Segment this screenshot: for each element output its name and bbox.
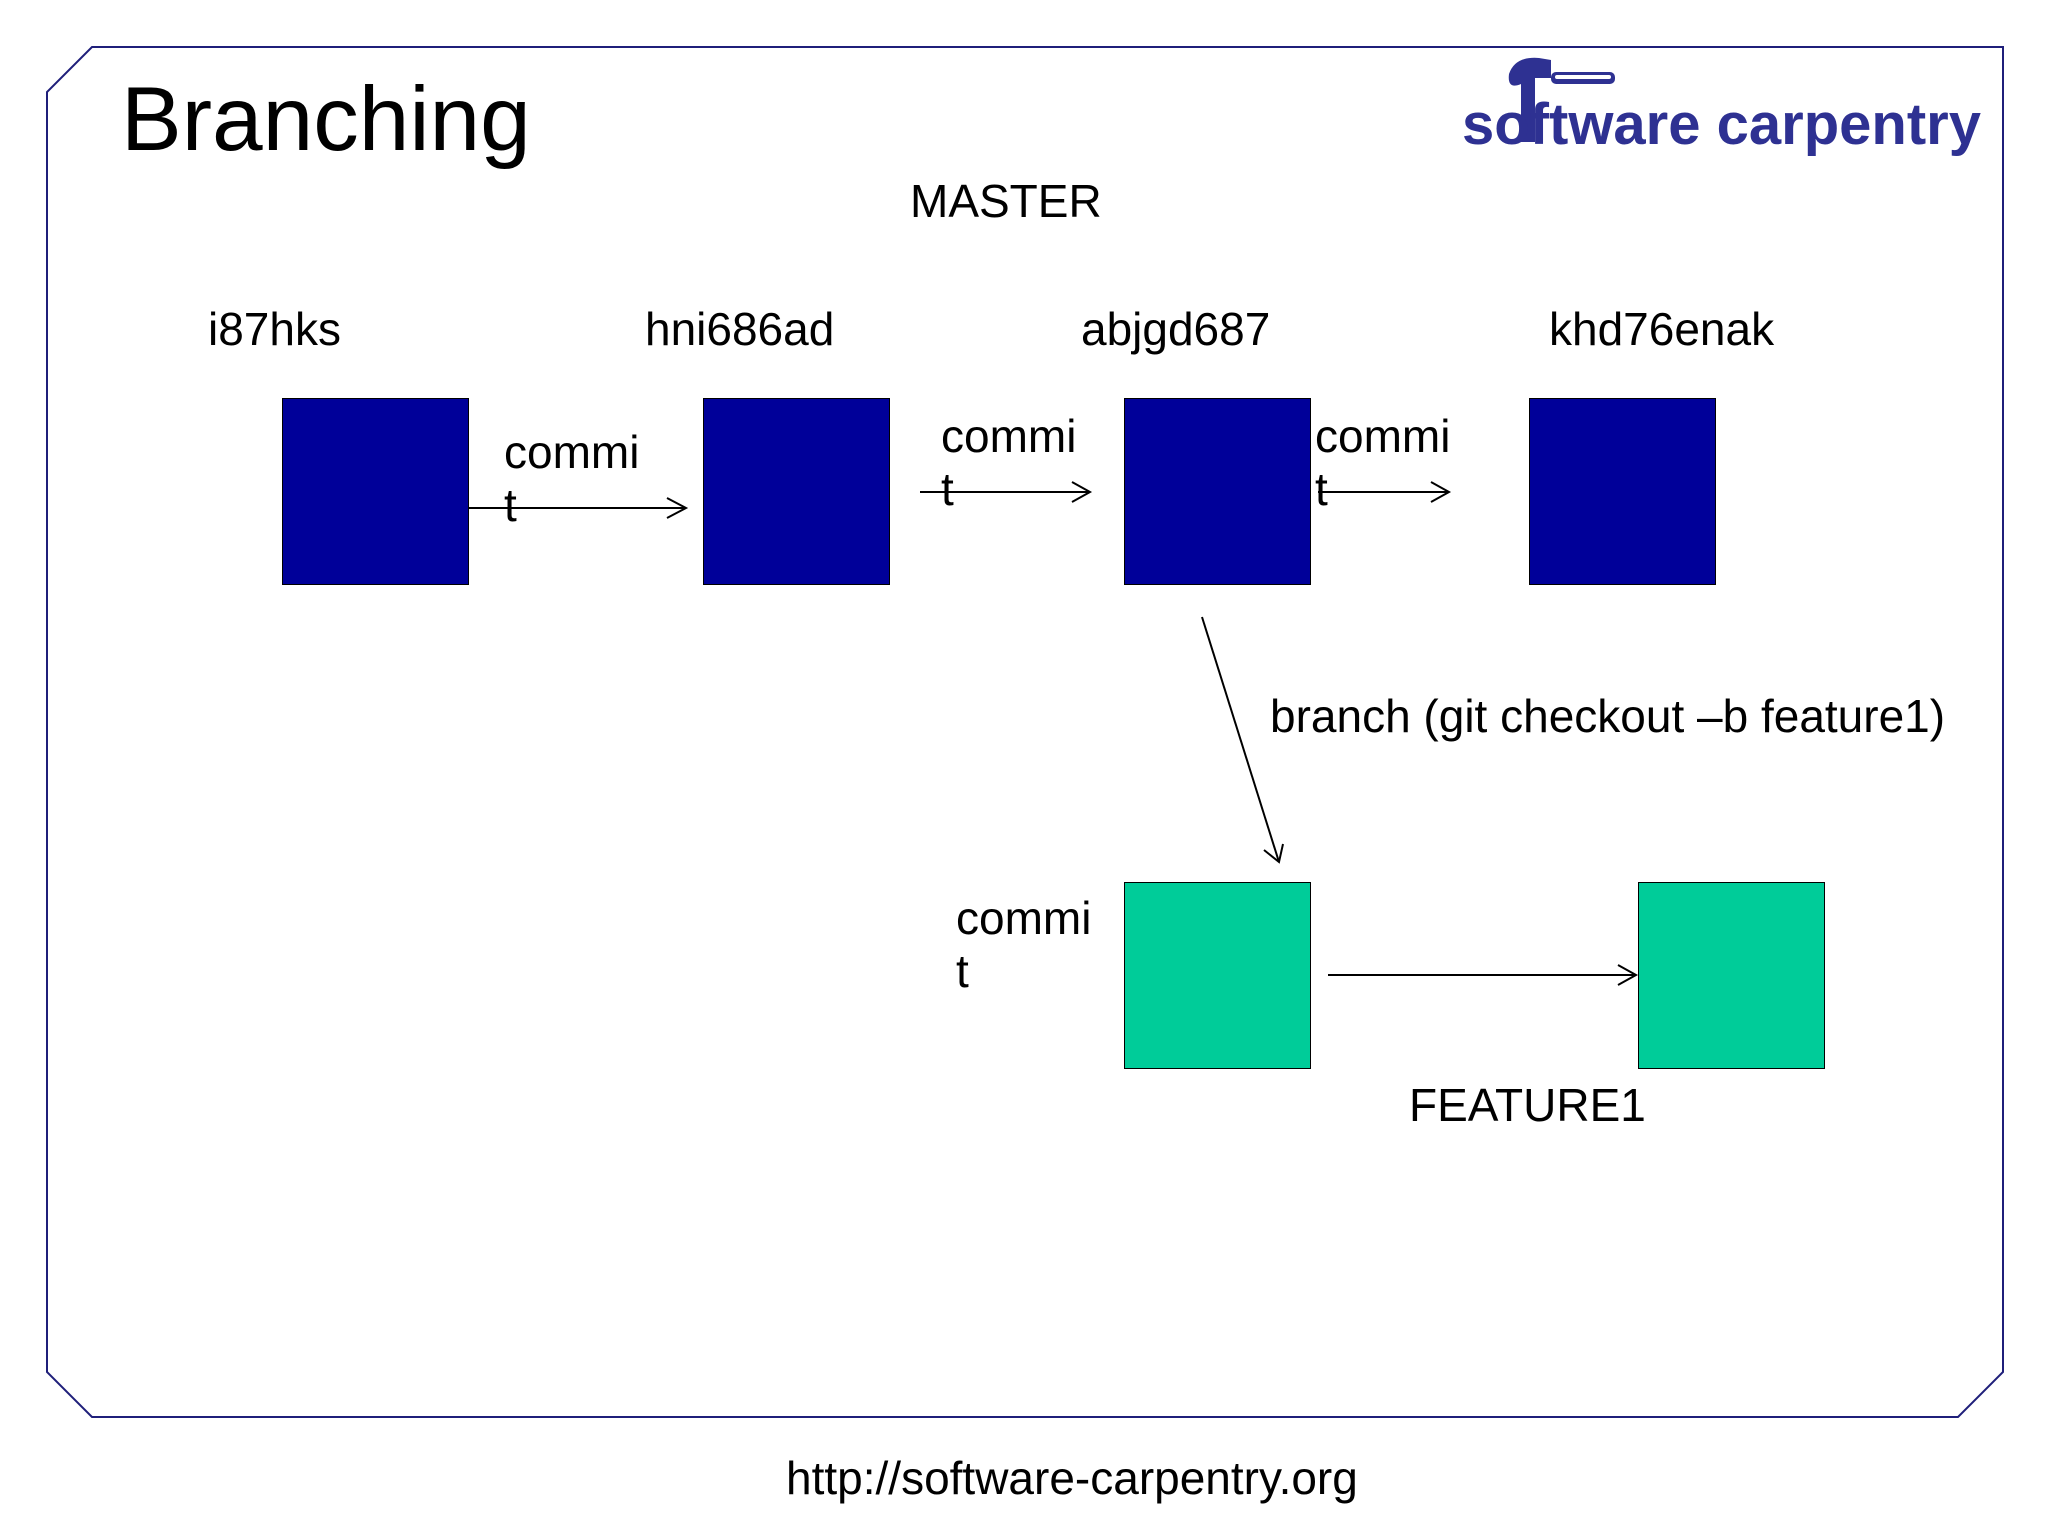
master-commit-node-2 [703,398,890,585]
commit-arrow-2 [920,481,1093,503]
master-commit-node-3 [1124,398,1311,585]
feature-commit-node-1 [1124,882,1311,1069]
logo-wordmark: software carpentry [1462,92,1981,157]
master-commit-node-1 [282,398,469,585]
commit-arrow-3 [1318,481,1452,503]
footer-url[interactable]: http://software-carpentry.org [786,1452,1358,1504]
feature-commit-arrow [1328,964,1639,986]
branch-label: branch (git checkout –b feature1) [1270,690,1946,742]
branch-arrow [1201,616,1284,864]
hammer-icon [1508,57,1615,142]
feature-commit-node-2 [1638,882,1825,1069]
slide-title: Branching [121,69,531,170]
master-commit-node-4 [1529,398,1716,585]
feature-label: FEATURE1 [1409,1079,1646,1131]
master-label: MASTER [910,175,1102,227]
commit-hash-1: i87hks [208,303,341,355]
commit-arrow-1 [469,497,689,519]
commit-hash-2: hni686ad [645,303,835,355]
commit-hash-4: khd76enak [1549,303,1775,355]
commit-hash-3: abjgd687 [1081,303,1271,355]
